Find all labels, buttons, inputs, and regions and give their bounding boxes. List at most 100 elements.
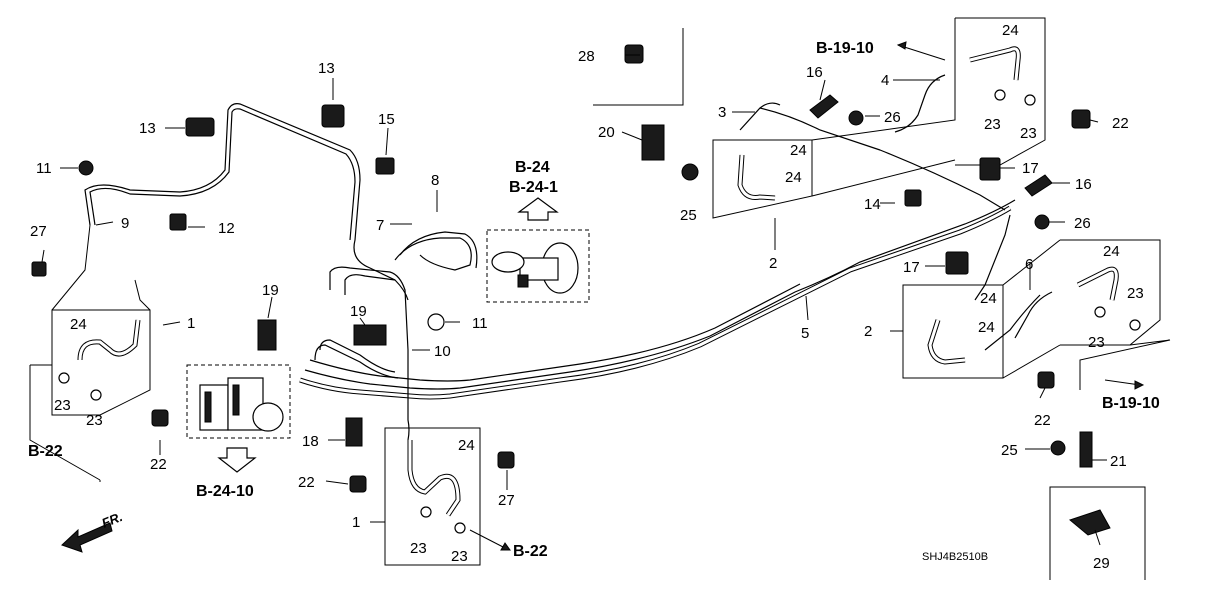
label-part-24-7: 24	[978, 319, 995, 336]
label-part-26-lower: 26	[1074, 215, 1091, 232]
label-part-23-8: 23	[1127, 285, 1144, 302]
part-17-clip-upper	[979, 157, 1001, 181]
label-part-10: 10	[434, 343, 451, 360]
label-part-8: 8	[431, 172, 439, 189]
label-part-11-mid: 11	[472, 315, 488, 332]
part-27-bolt-left	[31, 261, 47, 277]
part-22-bolt-rear	[1037, 371, 1055, 389]
ref-b-24: B-24	[515, 159, 550, 176]
label-part-18: 18	[302, 433, 319, 450]
label-part-22-front: 22	[298, 474, 315, 491]
part-29-bracket	[1068, 509, 1111, 536]
part-19-bracket-left	[257, 319, 277, 351]
label-part-23-1: 23	[54, 397, 71, 414]
hose-rear-upper	[737, 154, 776, 201]
part-19-bracket-mid	[353, 324, 387, 346]
label-part-13-left: 13	[139, 120, 156, 137]
label-part-3: 3	[718, 104, 726, 121]
label-part-2-upper: 2	[769, 255, 777, 272]
ref-b-19-10-top: B-19-10	[816, 40, 874, 57]
label-part-2-lower: 2	[864, 323, 872, 340]
label-part-23-4: 23	[451, 548, 468, 565]
label-part-16-upper: 16	[806, 64, 823, 81]
part-11-grommet-left	[78, 160, 94, 176]
part-22-bolt-front	[349, 475, 367, 493]
part-17-clip-lower	[945, 251, 969, 275]
master-cylinder-box	[486, 229, 590, 303]
label-part-14: 14	[864, 196, 881, 213]
label-part-16-right: 16	[1075, 176, 1092, 193]
label-part-7: 7	[376, 217, 384, 234]
label-part-24-6: 24	[980, 290, 997, 307]
abs-modulator-unit	[199, 377, 284, 432]
main-brake-pipe-bundle	[299, 199, 1016, 400]
part-13-clip-upper	[321, 104, 345, 128]
label-part-11-left: 11	[36, 160, 52, 177]
label-part-1-left: 1	[187, 315, 195, 332]
label-part-23-6: 23	[1020, 125, 1037, 142]
ref-b-24-10: B-24-10	[196, 483, 254, 500]
label-part-13-upper: 13	[318, 60, 335, 77]
label-part-23-3: 23	[410, 540, 427, 557]
part-25-bolt-bottom	[1050, 440, 1066, 456]
label-part-19-mid: 19	[350, 303, 367, 320]
label-part-23-7: 23	[1088, 334, 1105, 351]
label-part-24-3: 24	[790, 142, 807, 159]
label-part-25-top: 25	[680, 207, 697, 224]
part-25-bolt-top	[681, 163, 699, 181]
label-part-22-rear: 22	[1034, 412, 1051, 429]
front-direction-arrow: FR.	[61, 509, 125, 553]
ref-b-19-10-right: B-19-10	[1102, 395, 1160, 412]
ref-b-22-bottom: B-22	[513, 543, 548, 560]
label-part-28: 28	[578, 48, 595, 65]
ref-b-24-1: B-24-1	[509, 179, 558, 196]
label-part-23-2: 23	[86, 412, 103, 429]
label-part-20: 20	[598, 124, 615, 141]
label-part-27-bottom: 27	[498, 492, 515, 509]
part-16-clip-upper	[809, 94, 839, 119]
master-cylinder-unit	[491, 242, 579, 294]
pipe-front-left-loop	[84, 103, 409, 301]
part-22-bolt-right	[1071, 109, 1091, 129]
section-reference-labels: B-19-10 B-19-10 B-24 B-24-1 B-24-10 B-22…	[28, 40, 1160, 560]
part-12-clip	[169, 213, 187, 231]
label-part-9: 9	[121, 215, 129, 232]
label-part-22-top-right: 22	[1112, 115, 1129, 132]
part-26-bolt-upper	[848, 110, 864, 126]
pipe-master-cylinder-lines	[329, 266, 409, 351]
part-15-clip	[375, 157, 395, 175]
part-18-clip	[345, 417, 363, 447]
label-part-24-8: 24	[1103, 243, 1120, 260]
label-part-24-2: 24	[458, 437, 475, 454]
label-part-23-5: 23	[984, 116, 1001, 133]
label-part-24-4: 24	[785, 169, 802, 186]
part-28-clip	[624, 44, 644, 64]
label-part-17-upper: 17	[1022, 160, 1039, 177]
label-part-29: 29	[1093, 555, 1110, 572]
label-part-24-1: 24	[70, 316, 87, 333]
label-part-1-bottom: 1	[352, 514, 360, 531]
label-part-27-left: 27	[30, 223, 47, 240]
diagram-code: SHJ4B2510B	[922, 551, 988, 563]
part-14-clip	[904, 189, 922, 207]
svg-text:FR.: FR.	[100, 509, 125, 531]
part-11-grommet-mid	[427, 313, 445, 331]
part-16-clip-right	[1024, 174, 1053, 197]
label-part-21: 21	[1110, 453, 1127, 470]
label-part-22-front-left: 22	[150, 456, 167, 473]
label-part-12: 12	[218, 220, 235, 237]
label-part-24-5: 24	[1002, 22, 1019, 39]
part-number-labels: 1 1 2 2 3 4 5 6 7 8 9 10 11 11 12 13 13 …	[30, 22, 1144, 572]
part-27-bolt-bottom	[497, 451, 515, 469]
abs-modulator-box	[186, 364, 291, 439]
label-part-25-bottom: 25	[1001, 442, 1018, 459]
part-26-bolt-lower	[1034, 214, 1050, 230]
label-part-6: 6	[1025, 256, 1033, 273]
part-21-bracket	[1079, 431, 1093, 468]
ref-b-22-left: B-22	[28, 443, 63, 460]
label-part-5: 5	[801, 325, 809, 342]
label-part-26-upper: 26	[884, 109, 901, 126]
label-part-19-left: 19	[262, 282, 279, 299]
label-part-15: 15	[378, 111, 395, 128]
